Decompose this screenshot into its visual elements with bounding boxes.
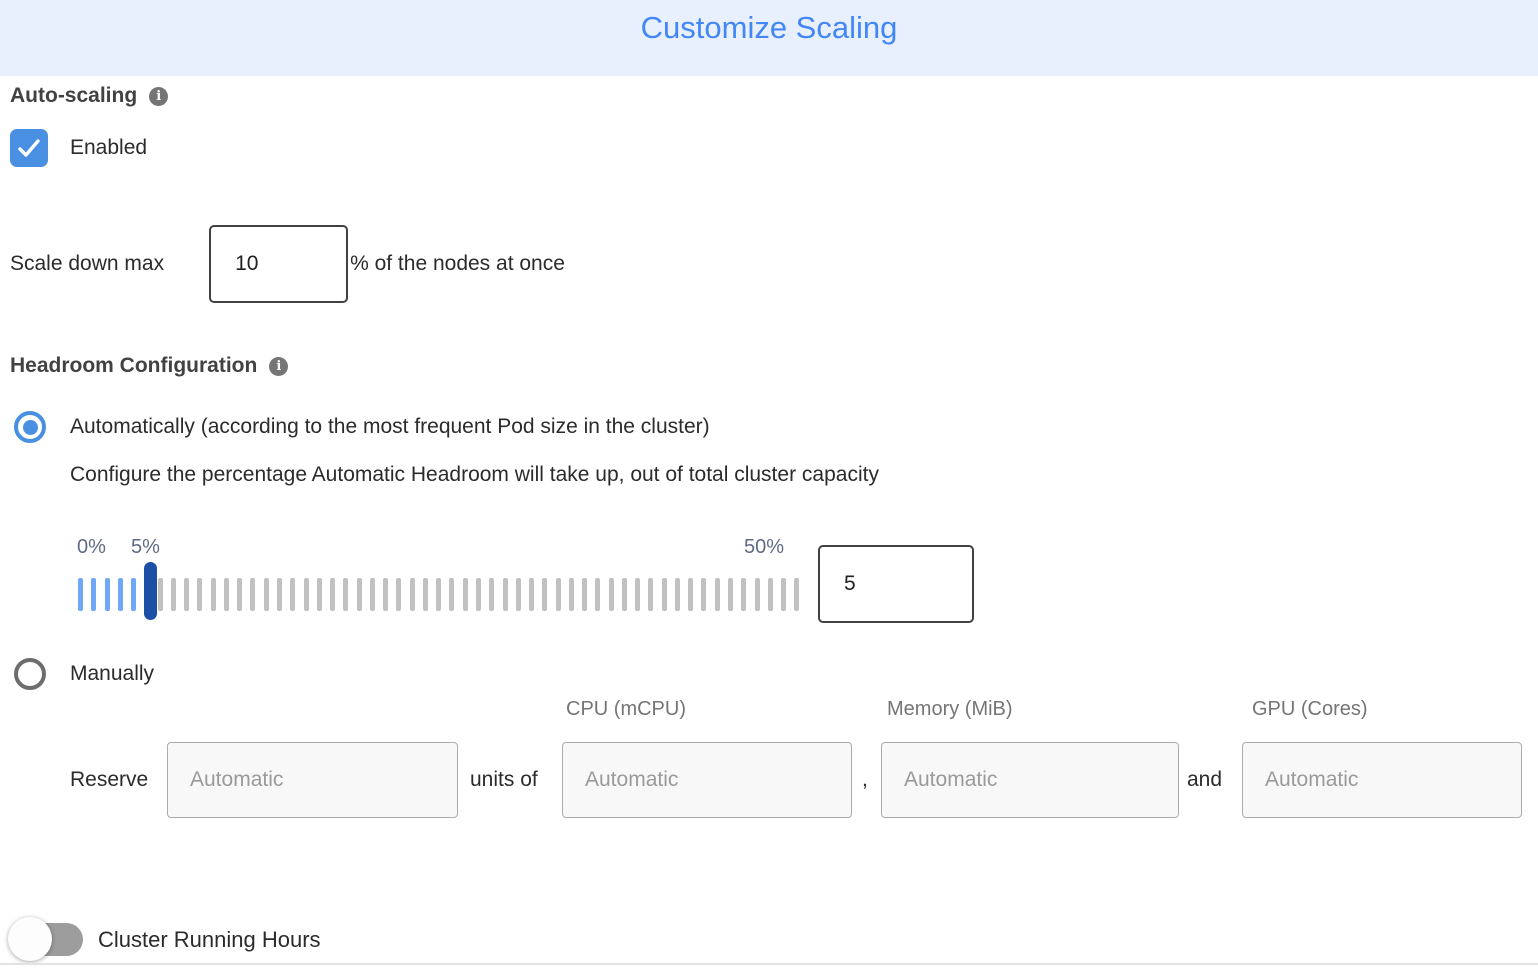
slider-tick bbox=[674, 578, 680, 611]
bottom-divider bbox=[0, 963, 1538, 965]
reserve-prefix: Reserve bbox=[70, 768, 149, 791]
slider-max-label: 50% bbox=[744, 536, 785, 558]
cluster-running-hours-label: Cluster Running Hours bbox=[98, 926, 321, 952]
headroom-slider-ticks[interactable] bbox=[78, 578, 800, 611]
slider-tick bbox=[568, 578, 574, 611]
slider-tick bbox=[449, 578, 455, 611]
slider-tick bbox=[582, 578, 588, 611]
slider-tick bbox=[330, 578, 336, 611]
headroom-percentage-input[interactable] bbox=[818, 545, 974, 623]
slider-tick bbox=[529, 578, 535, 611]
cluster-running-hours-toggle[interactable] bbox=[8, 917, 83, 961]
slider-tick bbox=[157, 578, 163, 611]
auto-scaling-enabled-label: Enabled bbox=[70, 136, 148, 159]
reserve-memory-input[interactable] bbox=[881, 742, 1179, 818]
radio-dot bbox=[22, 419, 38, 435]
slider-tick bbox=[396, 578, 402, 611]
slider-tick bbox=[542, 578, 548, 611]
column-header-gpu: GPU (Cores) bbox=[1252, 698, 1368, 720]
headroom-auto-option-label: Automatically (according to the most fre… bbox=[70, 415, 710, 438]
headroom-manual-radio[interactable] bbox=[14, 658, 46, 690]
headroom-section-label: Headroom Configuration i bbox=[10, 354, 289, 378]
slider-tick bbox=[714, 578, 720, 611]
slider-tick bbox=[741, 578, 747, 611]
headroom-auto-description: Configure the percentage Automatic Headr… bbox=[70, 463, 879, 486]
slider-tick bbox=[131, 578, 137, 611]
scale-down-max-input[interactable] bbox=[209, 225, 349, 303]
column-header-cpu: CPU (mCPU) bbox=[566, 698, 686, 720]
slider-tick bbox=[608, 578, 614, 611]
scale-down-prefix: Scale down max bbox=[10, 252, 165, 275]
slider-tick bbox=[767, 578, 773, 611]
slider-tick bbox=[290, 578, 296, 611]
slider-current-label: 5% bbox=[131, 536, 160, 558]
slider-tick bbox=[369, 578, 375, 611]
slider-tick bbox=[462, 578, 468, 611]
slider-tick bbox=[263, 578, 269, 611]
toggle-knob[interactable] bbox=[8, 917, 52, 961]
headroom-manual-option-label: Manually bbox=[70, 662, 155, 685]
slider-tick bbox=[276, 578, 282, 611]
slider-tick bbox=[91, 578, 97, 611]
slider-tick bbox=[250, 578, 256, 611]
slider-tick bbox=[316, 578, 322, 611]
auto-scaling-label: Auto-scaling bbox=[10, 84, 138, 107]
slider-tick bbox=[515, 578, 521, 611]
headroom-label: Headroom Configuration bbox=[10, 354, 258, 377]
slider-tick bbox=[436, 578, 442, 611]
slider-tick bbox=[343, 578, 349, 611]
slider-tick bbox=[78, 578, 83, 611]
slider-tick bbox=[223, 578, 229, 611]
slider-tick bbox=[475, 578, 481, 611]
checkmark-icon bbox=[18, 139, 40, 157]
slider-tick bbox=[170, 578, 176, 611]
info-icon[interactable]: i bbox=[269, 356, 289, 376]
auto-scaling-section-label: Auto-scaling i bbox=[10, 84, 169, 108]
column-header-memory: Memory (MiB) bbox=[887, 698, 1013, 720]
slider-tick bbox=[422, 578, 428, 611]
scale-down-suffix: % of the nodes at once bbox=[350, 252, 565, 275]
slider-tick bbox=[688, 578, 694, 611]
slider-min-label: 0% bbox=[77, 536, 106, 558]
headroom-value-wrap bbox=[818, 545, 974, 623]
info-icon[interactable]: i bbox=[149, 86, 169, 106]
slider-tick bbox=[728, 578, 734, 611]
reserve-comma-text: , bbox=[862, 768, 868, 791]
slider-tick bbox=[661, 578, 667, 611]
slider-tick bbox=[555, 578, 561, 611]
headroom-auto-radio[interactable] bbox=[14, 411, 46, 443]
slider-tick bbox=[184, 578, 190, 611]
slider-tick bbox=[648, 578, 654, 611]
slider-tick bbox=[754, 578, 760, 611]
slider-scale-labels: 0% 5% 50% bbox=[0, 536, 1538, 564]
slider-tick bbox=[635, 578, 641, 611]
reserve-units-of-text: units of bbox=[470, 768, 538, 791]
slider-tick bbox=[356, 578, 362, 611]
slider-tick bbox=[104, 578, 110, 611]
slider-tick bbox=[489, 578, 495, 611]
scale-down-row: Scale down max % of the nodes at once bbox=[10, 225, 565, 303]
reserve-and-text: and bbox=[1187, 768, 1223, 791]
panel-header: Customize Scaling bbox=[0, 0, 1538, 76]
reserve-count-input[interactable] bbox=[167, 742, 458, 818]
panel-title: Customize Scaling bbox=[640, 10, 898, 45]
headroom-slider-handle[interactable] bbox=[144, 562, 158, 620]
reserve-gpu-input[interactable] bbox=[1242, 742, 1522, 818]
slider-tick bbox=[409, 578, 415, 611]
slider-tick bbox=[781, 578, 787, 611]
reserve-cpu-input[interactable] bbox=[562, 742, 852, 818]
slider-tick bbox=[303, 578, 309, 611]
slider-tick bbox=[595, 578, 601, 611]
slider-tick bbox=[794, 578, 800, 611]
slider-tick bbox=[210, 578, 216, 611]
slider-tick bbox=[237, 578, 243, 611]
slider-tick bbox=[117, 578, 123, 611]
auto-scaling-enabled-checkbox[interactable] bbox=[10, 129, 48, 167]
slider-tick bbox=[502, 578, 508, 611]
slider-tick bbox=[701, 578, 707, 611]
slider-tick bbox=[383, 578, 389, 611]
slider-tick bbox=[621, 578, 627, 611]
slider-tick bbox=[197, 578, 203, 611]
